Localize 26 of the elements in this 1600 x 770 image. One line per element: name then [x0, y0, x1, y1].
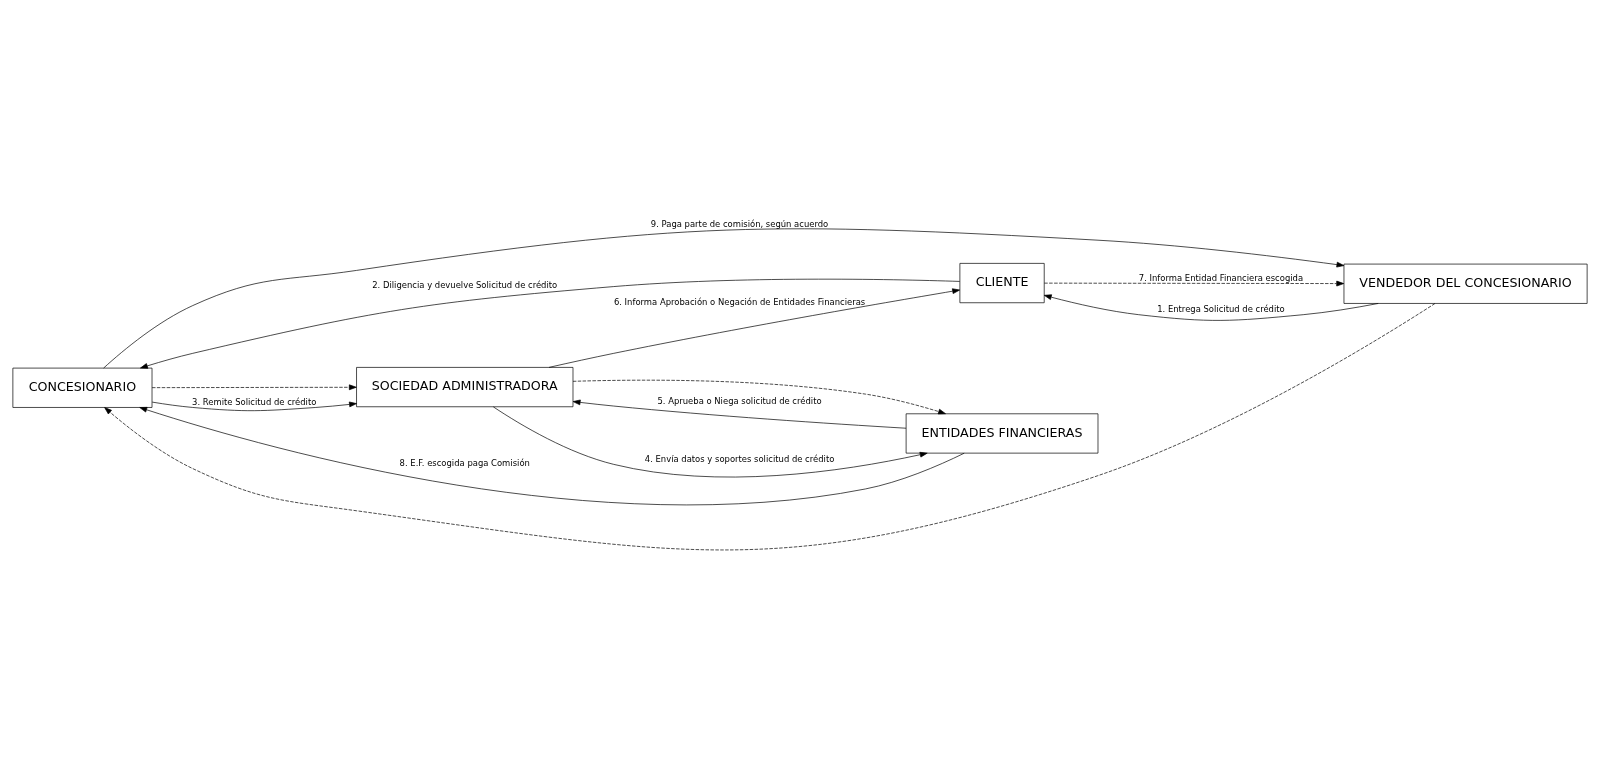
arrow — [104, 303, 1436, 551]
node-box: VENDEDOR DEL CONCESIONARIO — [1343, 263, 1588, 304]
arrow — [139, 407, 965, 505]
edge-label: 6. Informa Aprobación o Negación de Entidades Financieras — [613, 296, 866, 307]
arrow — [1044, 280, 1345, 287]
arrow — [151, 401, 357, 412]
node-box: CLIENTE — [959, 263, 1045, 304]
edge-label: 3. Remite Solicitud de crédito — [192, 397, 317, 408]
edge-label: 7. Informa Entidad Financiera escogida — [1138, 273, 1304, 284]
node-box: CONCESIONARIO — [12, 367, 153, 408]
arrow — [103, 228, 1345, 369]
arrow — [572, 379, 946, 415]
arrow — [572, 399, 907, 429]
edge-label: 4. Envía datos y soportes solicitud de crédito — [644, 453, 835, 464]
edge-label: 8. E.F. escogida paga Comisión — [399, 458, 530, 469]
arrow — [548, 288, 960, 368]
arrow — [493, 406, 928, 478]
edge-label: 5. Aprueba o Niega solicitud de crédito — [657, 395, 822, 406]
edge-label: 2. Diligencia y devuelve Solicitud de crédito — [372, 280, 558, 291]
arrow — [140, 278, 961, 369]
arrow — [1043, 294, 1379, 321]
node-box: ENTIDADES FINANCIERAS — [905, 413, 1099, 454]
edge-label: 9. Paga parte de comisión, según acuerdo — [650, 218, 829, 229]
arrow — [151, 384, 357, 391]
edge-label: 1. Entrega Solicitud de crédito — [1157, 304, 1285, 315]
node-box: SOCIEDAD ADMINISTRADORA — [356, 367, 574, 408]
